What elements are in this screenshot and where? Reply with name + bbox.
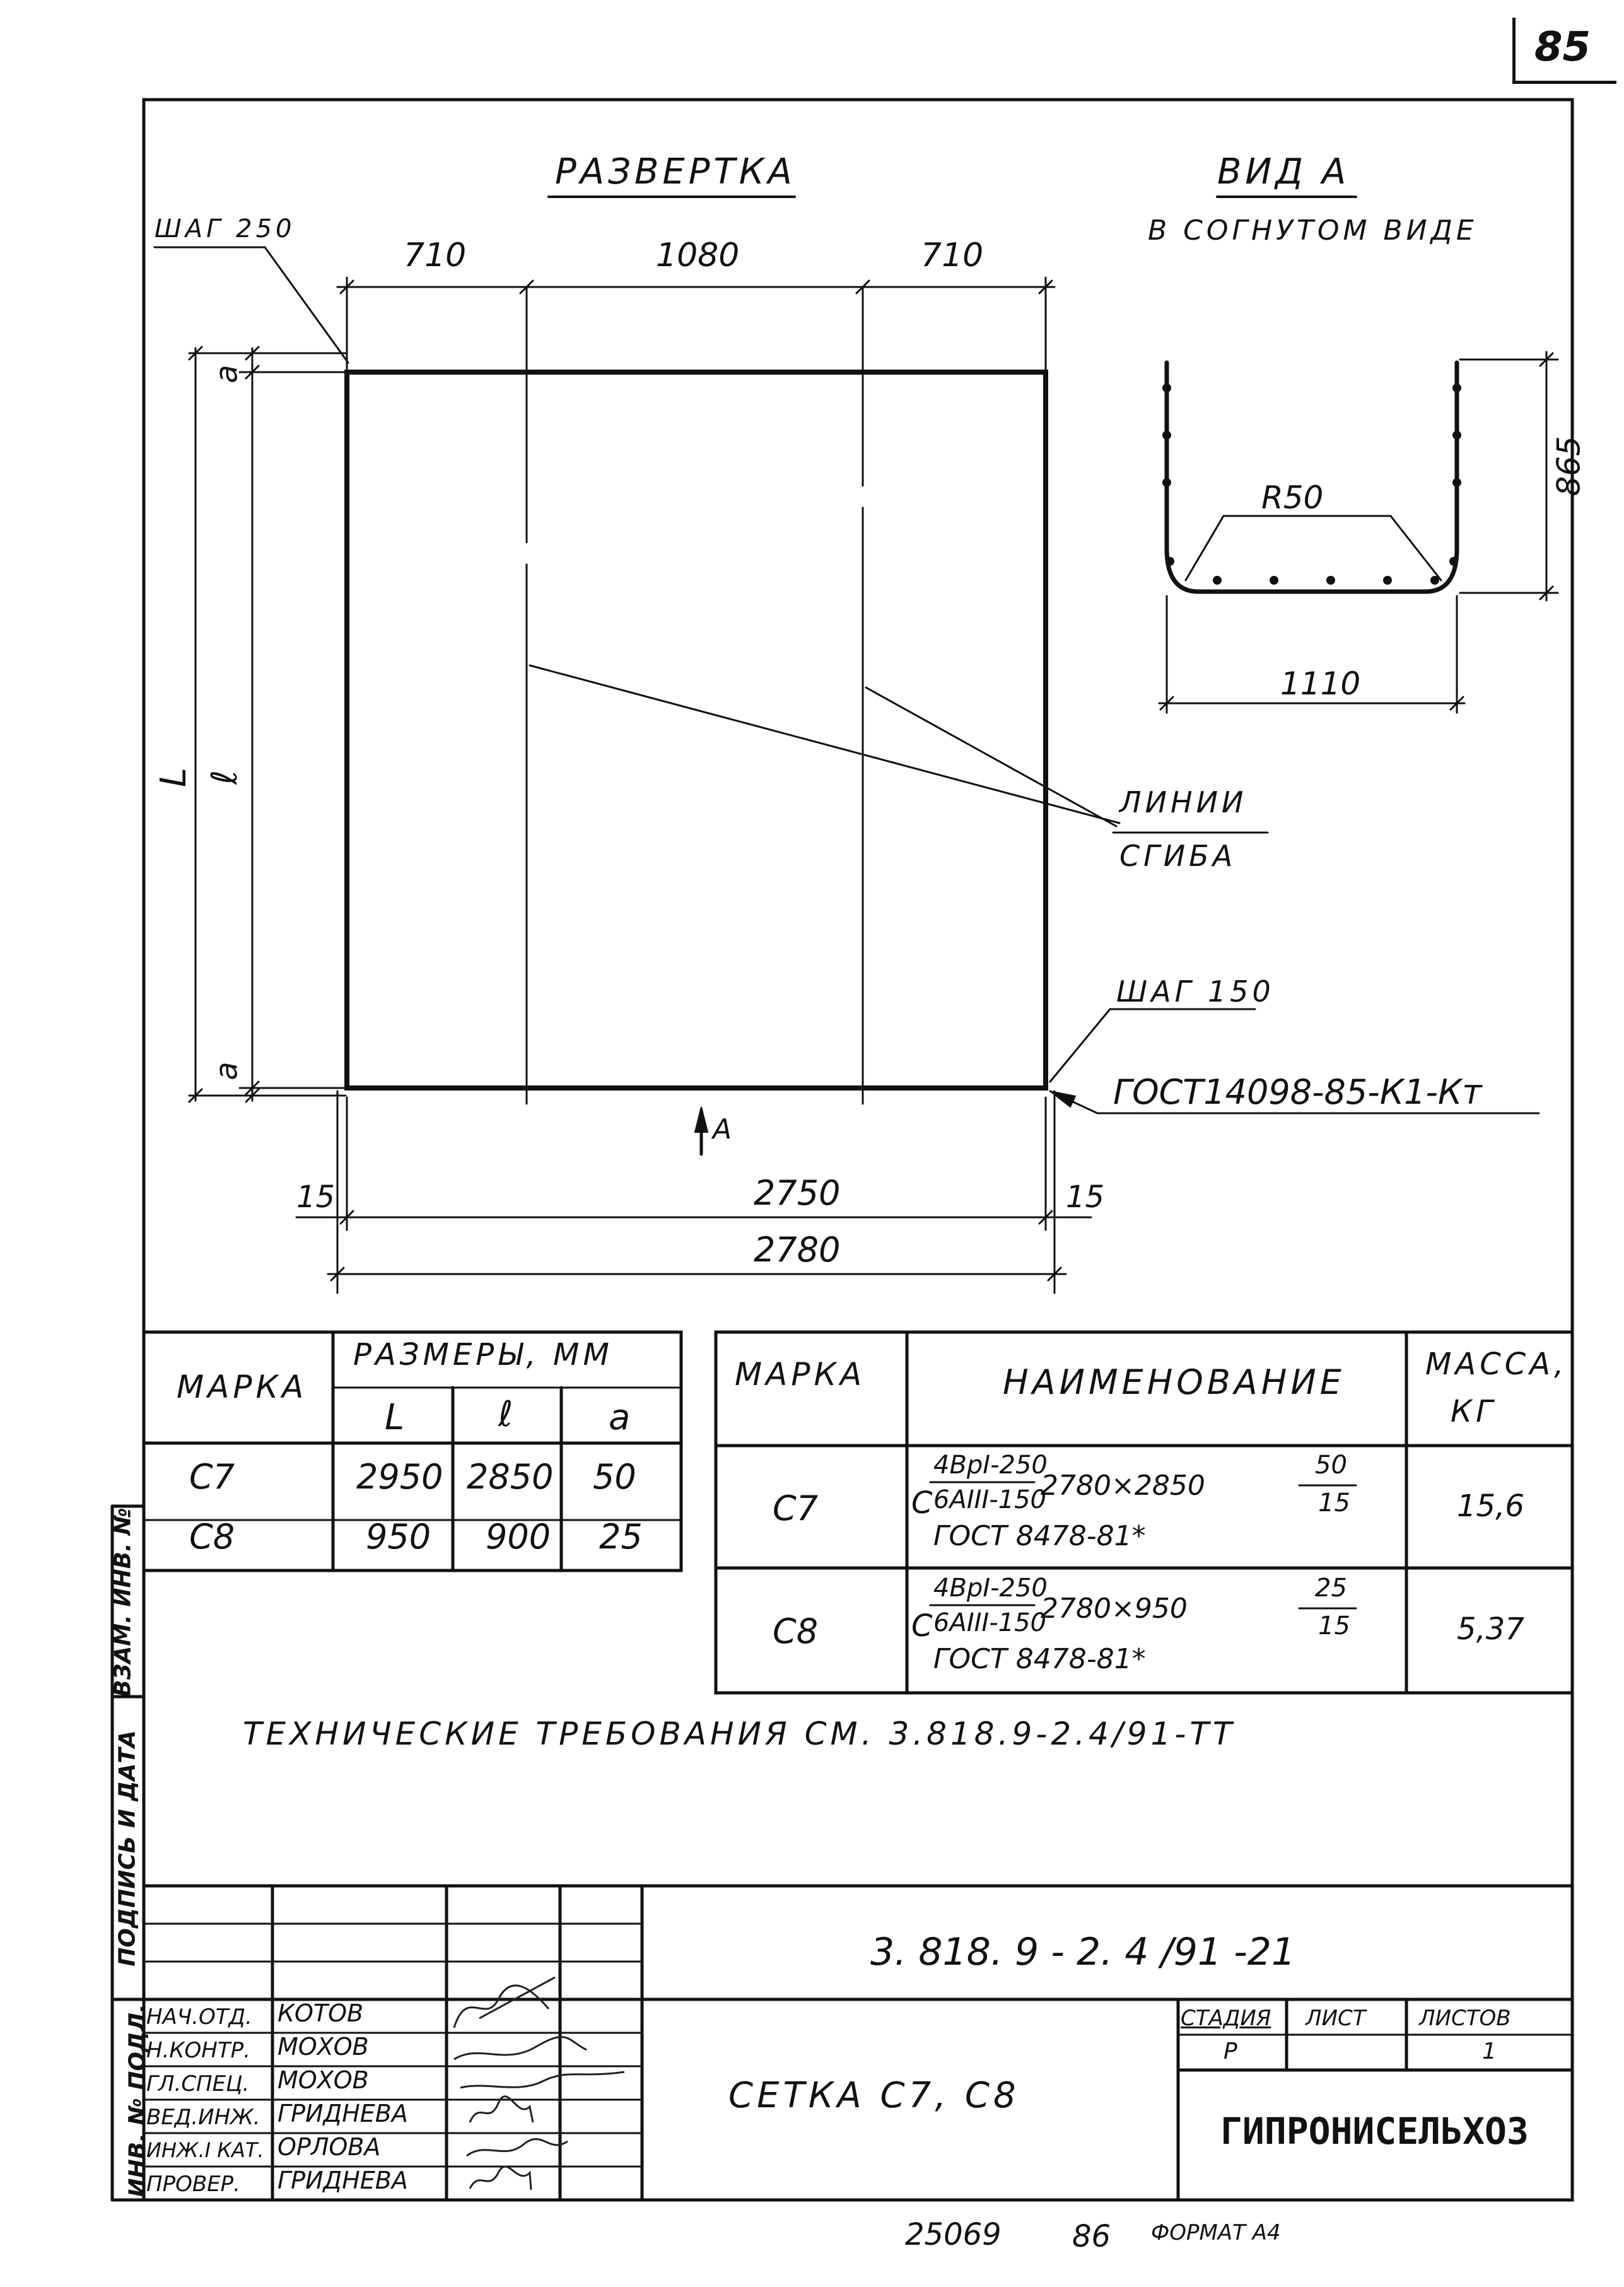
spec-col-mark: МАРКА (735, 1356, 866, 1393)
name-4: ОРЛОВА (277, 2133, 381, 2161)
document-designation: 3. 818. 9 - 2. 4 /91 -21 (870, 1930, 1296, 1974)
spec-row1-mark: С7 (773, 1489, 819, 1528)
sizes-sub-a: a (609, 1397, 631, 1438)
spec-row1-prefix: С (911, 1485, 933, 1521)
sheets-label: ЛИСТОВ (1419, 2006, 1511, 2031)
technical-requirements: ТЕХНИЧЕСКИЕ ТРЕБОВАНИЯ СМ. 3.818.9-2.4/9… (243, 1716, 1236, 1752)
view-a-radius: R50 (1261, 479, 1324, 516)
spec-row2-frac-den: 15 (1318, 1611, 1350, 1641)
role-0: НАЧ.ОТД. (146, 2004, 252, 2030)
view-a-width: 1110 (1280, 665, 1361, 702)
role-2: ГЛ.СПЕЦ. (146, 2071, 250, 2097)
sizes-sub-l: ℓ (498, 1394, 513, 1435)
footer-format: ФОРМАТ А4 (1151, 2220, 1281, 2245)
sizes-row2-L: 950 (366, 1517, 431, 1557)
title-block-grid (142, 1884, 1574, 2202)
role-4: ИНЖ.I КАТ. (146, 2138, 264, 2162)
sizes-table-grid (142, 1330, 683, 1572)
page-number: 85 (1534, 24, 1591, 71)
dim-710-right: 710 (921, 237, 984, 274)
view-a-drawing (547, 196, 1559, 714)
sheet-label: ЛИСТ (1306, 2006, 1366, 2031)
spec-row1-den: 6АIII-150 (933, 1485, 1046, 1514)
spec-row2-mark: С8 (773, 1611, 819, 1651)
sizes-col-mark: МАРКА (177, 1369, 308, 1405)
spec-row1-mass: 15,6 (1457, 1489, 1524, 1524)
sizes-row2-l: 900 (486, 1517, 551, 1557)
spec-row1-frac-num: 50 (1315, 1451, 1347, 1480)
step-bottom-label: ШАГ 150 (1116, 974, 1275, 1009)
spec-table-grid (714, 1330, 1574, 1695)
view-arrow-label: A (713, 1113, 732, 1145)
organization: ГИПРОНИСЕЛЬХОЗ (1220, 2110, 1529, 2153)
mesh-outline (344, 370, 1048, 1091)
role-5: ПРОВЕР. (146, 2172, 240, 2197)
dim-2750: 2750 (754, 1173, 841, 1213)
sizes-sub-L: L (385, 1397, 405, 1438)
sizes-row1-mark: С7 (189, 1457, 235, 1497)
unfold-drawing (153, 246, 1540, 1294)
document-name: СЕТКА С7, С8 (728, 2075, 1020, 2116)
view-a-title: ВИД А (1217, 151, 1350, 192)
spec-row1-gost: ГОСТ 8478-81* (933, 1520, 1146, 1552)
sizes-row2-a: 25 (599, 1517, 643, 1557)
unfold-title: РАЗВЕРТКА (555, 151, 796, 192)
dim-710-left: 710 (404, 237, 467, 274)
spec-row2-num: 4ВрI-250 (933, 1574, 1048, 1603)
sizes-row1-l: 2850 (467, 1457, 554, 1497)
sheets-value: 1 (1482, 2038, 1497, 2064)
spec-row1-frac-den: 15 (1318, 1489, 1350, 1518)
spec-col-mass-1: МАССА, (1425, 1347, 1568, 1382)
stage-label: СТАДИЯ (1181, 2006, 1271, 2031)
sizes-row2-mark: С8 (189, 1517, 235, 1557)
role-3: ВЕД.ИНЖ. (146, 2105, 260, 2130)
spec-row2-mass: 5,37 (1457, 1611, 1524, 1647)
spec-row2-frac-num: 25 (1315, 1574, 1347, 1603)
sizes-col-sizes: РАЗМЕРЫ, ММ (353, 1337, 613, 1372)
signature-4 (466, 2138, 568, 2157)
name-2: МОХОВ (277, 2066, 369, 2094)
name-3: ГРИДНЕВА (277, 2100, 408, 2127)
side-stamp-grid (110, 1504, 146, 2202)
dim-2780: 2780 (754, 1230, 841, 1270)
signature-0 (453, 1976, 556, 2028)
page-number-box: 85 (1512, 18, 1616, 84)
name-0: КОТОВ (277, 1999, 364, 2027)
bend-lines-label-1: ЛИНИИ (1119, 785, 1247, 819)
signature-5 (469, 2165, 532, 2190)
sizes-row1-L: 2950 (356, 1457, 443, 1497)
dim-1080: 1080 (656, 237, 740, 274)
sheet-frame (142, 98, 1574, 2202)
signature-2 (460, 2071, 625, 2089)
step-top-label: ШАГ 250 (155, 214, 296, 243)
weld-gost-label: ГОСТ14098-85-К1-Кт (1113, 1072, 1482, 1112)
name-5: ГРИДНЕВА (277, 2167, 408, 2194)
spec-row2-size: 2780×950 (1041, 1593, 1188, 1625)
spec-row1-size: 2780×2850 (1041, 1470, 1205, 1502)
spec-row1-num: 4ВрI-250 (933, 1451, 1048, 1480)
name-1: МОХОВ (277, 2033, 369, 2061)
spec-row2-den: 6АIII-150 (933, 1608, 1046, 1637)
spec-col-mass-2: КГ (1451, 1394, 1497, 1429)
footer-page: 86 (1072, 2219, 1111, 2254)
dim-15-right: 15 (1066, 1179, 1105, 1215)
footer-number: 25069 (905, 2217, 1002, 2252)
stage-value: Р (1224, 2038, 1237, 2064)
role-1: Н.КОНТР. (146, 2038, 250, 2063)
bend-lines-label-2: СГИБА (1119, 839, 1237, 873)
signature-3 (469, 2095, 534, 2123)
dim-15-left: 15 (296, 1179, 336, 1215)
spec-row2-prefix: С (911, 1608, 933, 1644)
sizes-row1-a: 50 (593, 1457, 636, 1497)
view-a-subtitle: В СОГНУТОМ ВИДЕ (1148, 214, 1478, 247)
spec-row2-gost: ГОСТ 8478-81* (933, 1643, 1146, 1675)
spec-col-name: НАИМЕНОВАНИЕ (1003, 1362, 1345, 1402)
signature-1 (453, 2035, 587, 2061)
